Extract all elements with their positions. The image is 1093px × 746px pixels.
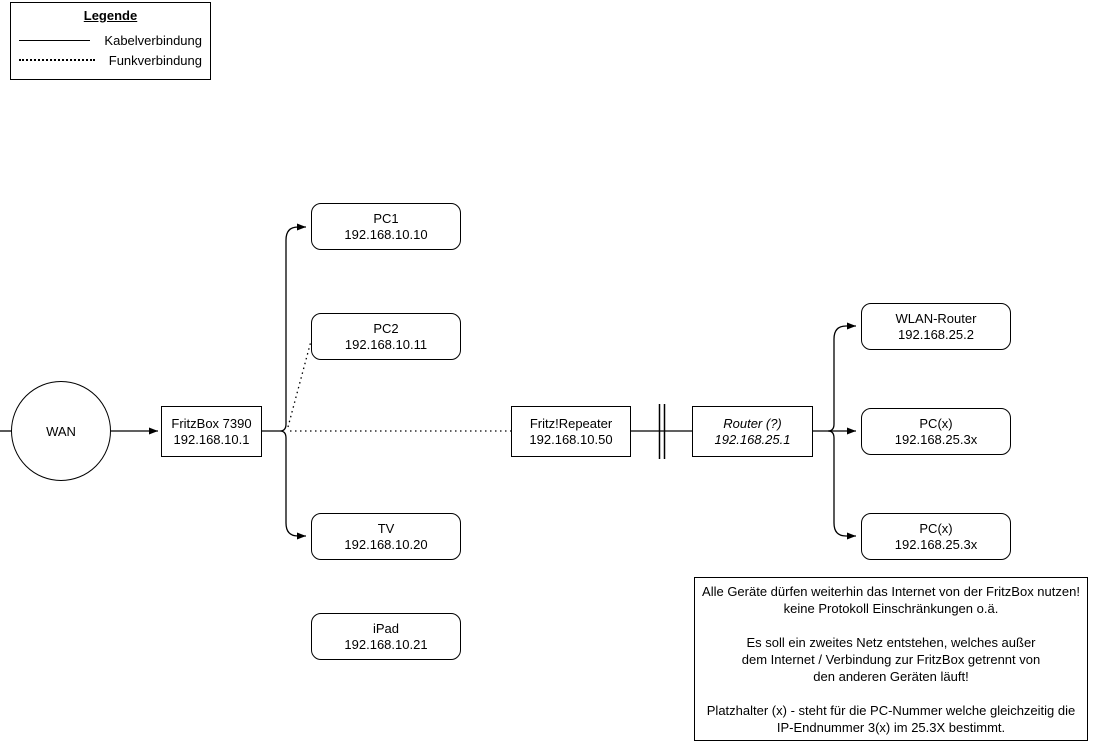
junction-fritzbox [262,423,287,439]
legend-item-label: Kabelverbindung [104,32,202,48]
node-router: Router (?) 192.168.25.1 [692,406,813,457]
node-fritz-repeater: Fritz!Repeater 192.168.10.50 [511,406,631,457]
node-fritzbox: FritzBox 7390 192.168.10.1 [161,406,262,457]
legend-box: Legende Kabelverbindung Funkverbindung [10,2,211,80]
node-pc1: PC1 192.168.10.10 [311,203,461,250]
node-label: PC(x) [919,520,953,536]
note-line-spacer [695,617,1087,634]
node-label: WLAN-Router [895,310,977,326]
legend-item-wireless: Funkverbindung [19,50,202,70]
node-ip: 192.168.25.1 [714,431,791,447]
edge-router-wlanrouter [833,322,856,424]
node-ip: 192.168.10.10 [344,226,428,242]
node-label: PC2 [373,320,399,336]
legend-item-cable: Kabelverbindung [19,30,202,50]
dotted-line-sample [19,59,95,61]
note-line: den anderen Geräten läuft! [813,668,969,684]
note-line-spacer [695,685,1087,702]
node-ip: 192.168.10.1 [173,431,250,447]
node-label: iPad [372,620,400,636]
note-line: keine Protokoll Einschränkungen o.ä. [783,600,999,616]
node-ip: 192.168.25.3x [894,431,978,447]
note-box: Alle Geräte dürfen weiterhin das Interne… [694,577,1088,741]
node-ip: 192.168.10.11 [344,336,428,352]
node-label: WAN [46,423,76,439]
node-ip: 192.168.10.20 [344,536,428,552]
legend-item-label: Funkverbindung [108,52,202,68]
note-line: Es soll ein zweites Netz entstehen, welc… [746,634,1036,650]
node-ip: 192.168.25.3x [894,536,978,552]
node-pc2: PC2 192.168.10.11 [311,313,461,360]
node-tv: TV 192.168.10.20 [311,513,461,560]
node-pcx-middle: PC(x) 192.168.25.3x [861,408,1011,455]
node-wlan-router: WLAN-Router 192.168.25.2 [861,303,1011,350]
node-label: PC1 [373,210,399,226]
node-ip: 192.168.10.21 [344,636,428,652]
separation-bars [658,404,666,459]
edge-router-pcx-bot [833,438,856,540]
node-pcx-bottom: PC(x) 192.168.25.3x [861,513,1011,560]
solid-line-sample [19,39,91,41]
node-label: TV [377,520,395,536]
edge-fritzbox-pc2-wireless [287,340,312,428]
node-label: PC(x) [919,415,953,431]
legend-title: Legende [83,8,138,23]
node-label: Fritz!Repeater [529,415,613,431]
node-label: FritzBox 7390 [171,415,252,431]
edge-fritzbox-pc1 [285,223,306,424]
note-line: Alle Geräte dürfen weiterhin das Interne… [702,583,1080,599]
note-line: Platzhalter (x) - steht für die PC-Numme… [706,702,1076,718]
note-line: dem Internet / Verbindung zur FritzBox g… [741,651,1041,667]
node-ip: 192.168.10.50 [529,431,613,447]
node-wan: WAN [11,381,111,481]
node-ip: 192.168.25.2 [898,326,974,342]
node-ipad: iPad 192.168.10.21 [311,613,461,660]
note-line: IP-Endnummer 3(x) im 25.3X bestimmt. [776,719,1006,735]
edge-fritzbox-tv [285,438,306,540]
node-label: Router (?) [723,415,782,431]
